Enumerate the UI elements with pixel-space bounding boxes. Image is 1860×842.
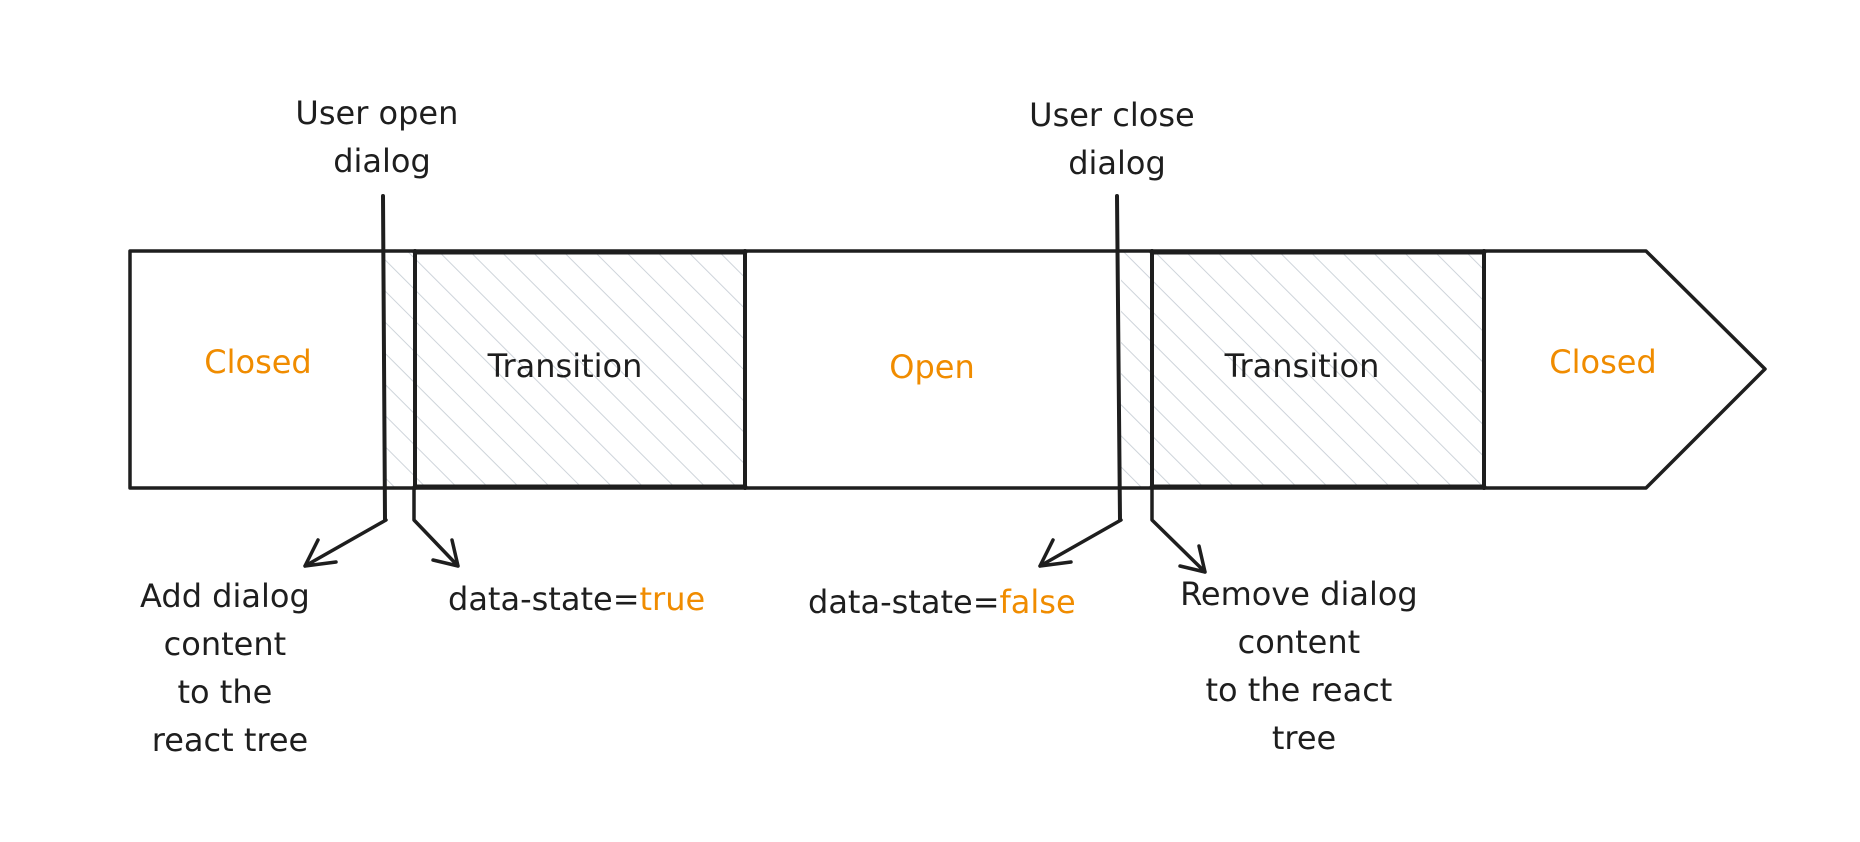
state-false-annotation: data-state=false <box>808 583 1076 621</box>
transition-hatch-1 <box>385 251 744 487</box>
event-close-line-2: dialog <box>1068 144 1166 182</box>
state-false-prefix: data-state= <box>808 583 1000 621</box>
state-false-value: false <box>1000 583 1076 621</box>
event-open-label: User open dialog <box>295 94 468 180</box>
close-event-line <box>1115 194 1122 522</box>
remove-content-line-3: to the react <box>1205 671 1392 709</box>
add-content-connector <box>303 518 388 568</box>
add-content-line-3: to the <box>178 673 273 711</box>
add-content-annotation: Add dialog content to the react tree <box>140 577 320 759</box>
event-open-line-1: User open <box>295 94 458 132</box>
state-true-value: true <box>640 580 706 618</box>
add-content-line-4: react tree <box>152 721 308 759</box>
segment-label-open: Open <box>889 348 974 386</box>
segment-label-transition-1: Transition <box>487 347 643 385</box>
remove-content-line-2: content <box>1238 623 1361 661</box>
state-true-prefix: data-state= <box>448 580 640 618</box>
state-false-connector <box>1038 518 1123 568</box>
segment-label-closed-start: Closed <box>204 343 311 381</box>
add-content-line-1: Add dialog <box>140 577 310 615</box>
open-event-line <box>381 194 387 522</box>
remove-content-connector <box>1150 486 1207 574</box>
event-close-label: User close dialog <box>1029 96 1205 182</box>
state-true-annotation: data-state=true <box>448 580 705 618</box>
segment-label-closed-end: Closed <box>1549 343 1656 381</box>
transition-hatch-2 <box>1121 251 1482 487</box>
remove-content-annotation: Remove dialog content to the react tree <box>1180 575 1428 757</box>
state-true-connector <box>412 486 460 568</box>
event-open-line-2: dialog <box>333 142 431 180</box>
event-close-line-1: User close <box>1029 96 1195 134</box>
add-content-line-2: content <box>164 625 287 663</box>
segment-label-transition-2: Transition <box>1224 347 1380 385</box>
remove-content-line-1: Remove dialog <box>1180 575 1418 613</box>
remove-content-line-4: tree <box>1272 719 1336 757</box>
